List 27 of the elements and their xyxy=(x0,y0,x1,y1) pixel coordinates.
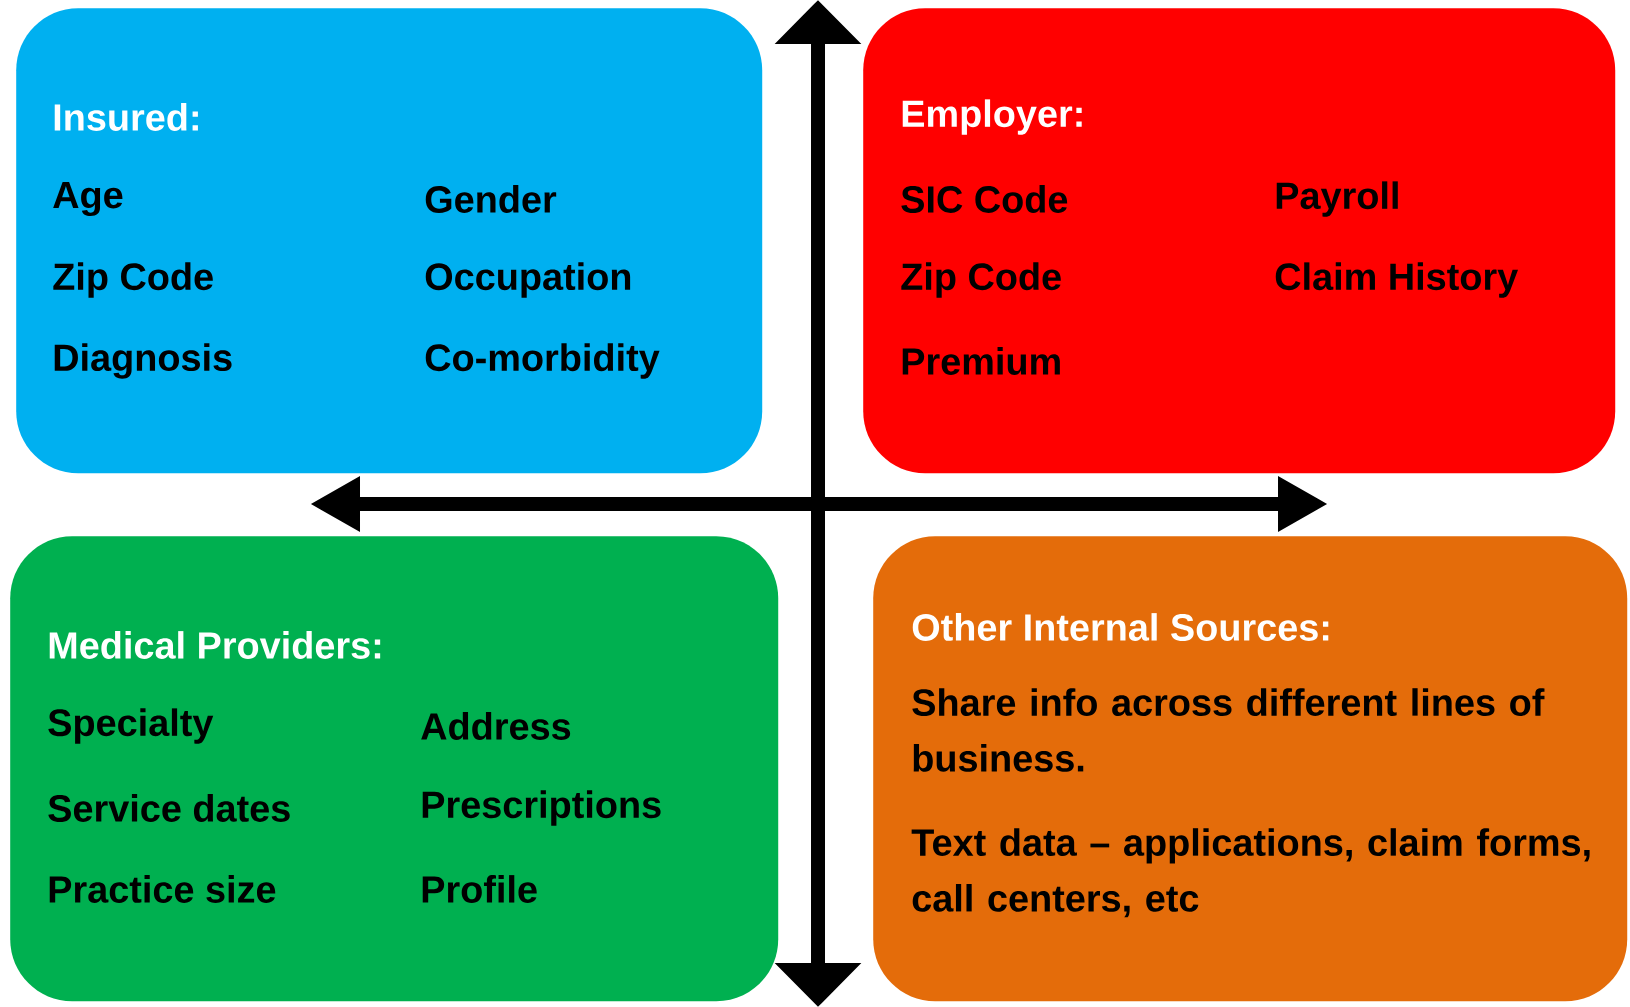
info-panel xyxy=(863,8,1616,474)
field-label: Gender xyxy=(425,185,557,213)
heading: Employer: xyxy=(902,99,1082,135)
field-label: Address xyxy=(421,712,571,740)
field-label: SIC Code xyxy=(901,185,1068,213)
heading: Insured: xyxy=(54,103,198,131)
field-label: Age xyxy=(53,181,123,217)
field-label: Zip Code xyxy=(53,262,213,298)
field-label: Specialty xyxy=(48,708,214,744)
field-label: Practice size xyxy=(49,875,276,903)
info-panel xyxy=(873,536,1628,1002)
field-label: Prescriptions xyxy=(422,790,661,826)
info-panel xyxy=(16,8,763,474)
paragraph: Text data – applications, claim forms, call centers, etc xyxy=(911,828,1590,918)
field-label: Payroll xyxy=(1276,181,1398,217)
field-label: Premium xyxy=(902,347,1060,375)
paragraph: Share info across different lines of business. xyxy=(912,688,1545,772)
field-label: Service dates xyxy=(48,794,290,822)
field-label: Occupation xyxy=(425,262,631,298)
info-panel xyxy=(10,536,779,1002)
field-label: Diagnosis xyxy=(54,343,232,379)
field-label: Claim History xyxy=(1275,262,1518,298)
field-label: Co-morbidity xyxy=(425,343,660,379)
field-label: Zip Code xyxy=(901,262,1061,298)
heading: Other Internal Sources: xyxy=(912,613,1329,641)
heading: Medical Providers: xyxy=(49,631,381,659)
field-label: Profile xyxy=(422,875,537,903)
